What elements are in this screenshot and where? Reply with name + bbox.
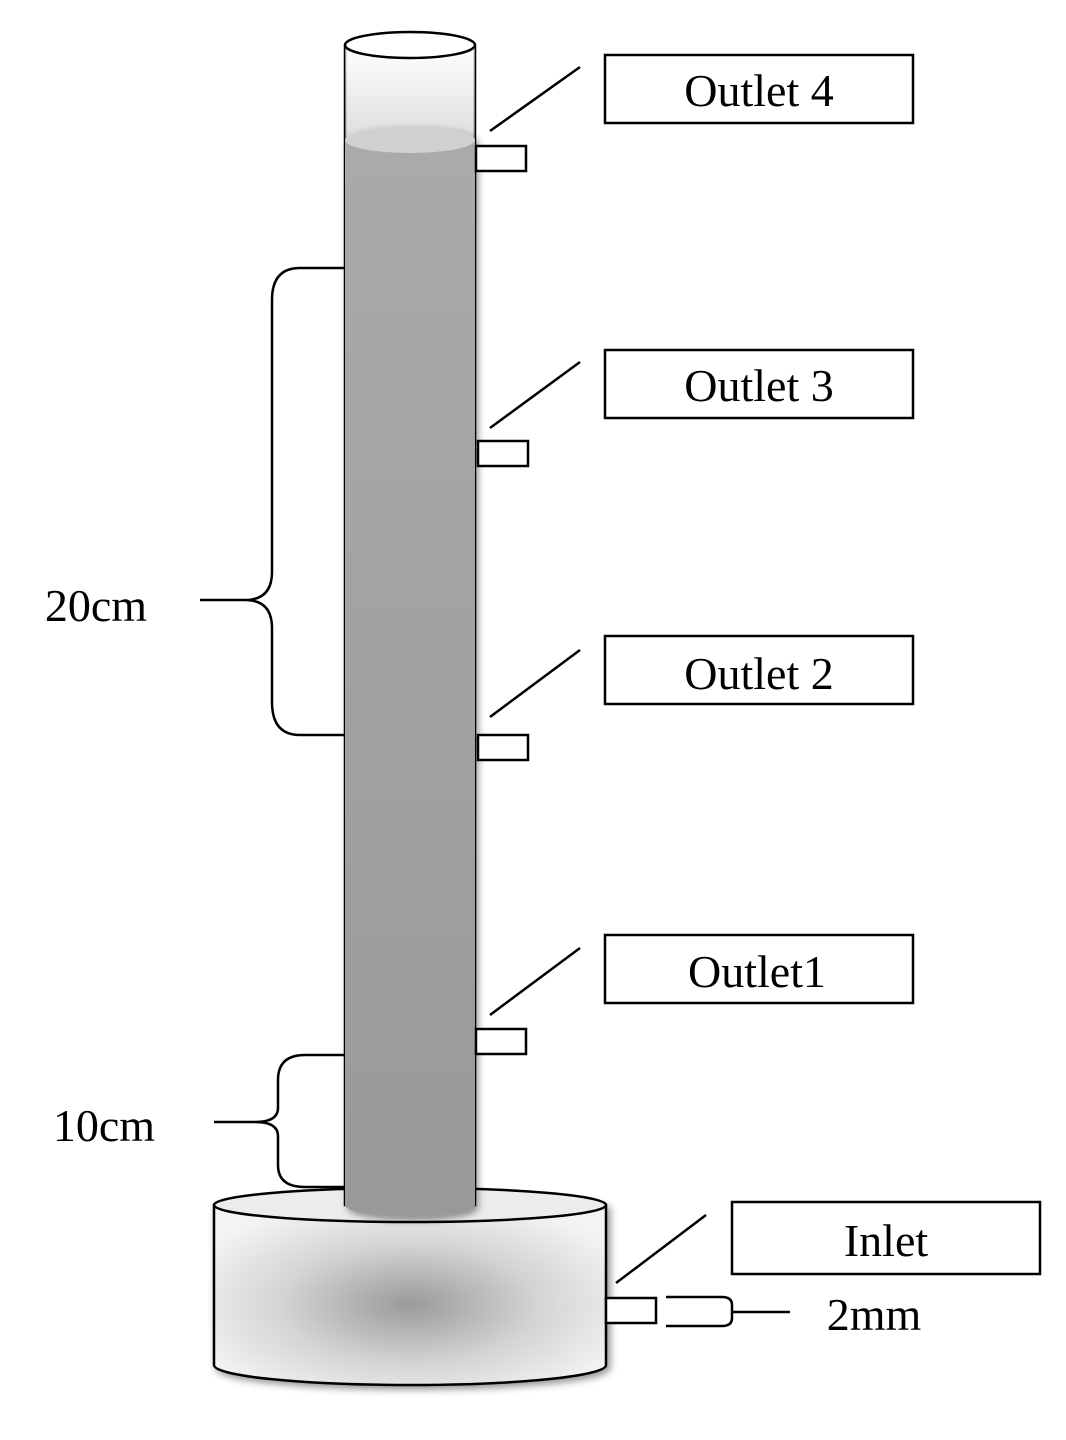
outlet-2-leader <box>489 648 581 719</box>
dimension-10cm: 10cm <box>53 1100 155 1151</box>
brace-20cm <box>200 266 345 737</box>
outlet-2-label: Outlet 2 <box>684 648 833 699</box>
outlet-2-port <box>476 733 530 762</box>
inlet-label: Inlet <box>844 1215 929 1266</box>
base-reservoir <box>212 1186 608 1387</box>
outlet-4-port <box>474 144 528 173</box>
outlet-1-label-box: Outlet1 <box>603 933 915 1005</box>
outlet-1-port <box>474 1027 528 1056</box>
inlet-leader <box>615 1214 707 1284</box>
inlet-label-box: Inlet <box>730 1200 1042 1276</box>
outlet-4-label: Outlet 4 <box>684 65 833 116</box>
inlet-port <box>604 1296 658 1325</box>
column-media <box>345 127 475 1217</box>
outlet-3-label-box: Outlet 3 <box>603 348 915 420</box>
brace-10cm <box>214 1053 345 1189</box>
outlet-2-label-box: Outlet 2 <box>603 634 915 706</box>
outlet-1-label: Outlet1 <box>688 946 826 997</box>
outlet-3-label: Outlet 3 <box>684 360 833 411</box>
outlet-3-port <box>476 439 530 468</box>
dimension-20cm: 20cm <box>45 580 147 631</box>
outlet-1-leader <box>489 946 581 1017</box>
dimension-2mm: 2mm <box>827 1289 922 1340</box>
brace-2mm <box>666 1295 790 1328</box>
outlet-4-label-box: Outlet 4 <box>603 53 915 125</box>
outlet-4-leader <box>489 65 581 133</box>
outlet-3-leader <box>489 360 581 430</box>
